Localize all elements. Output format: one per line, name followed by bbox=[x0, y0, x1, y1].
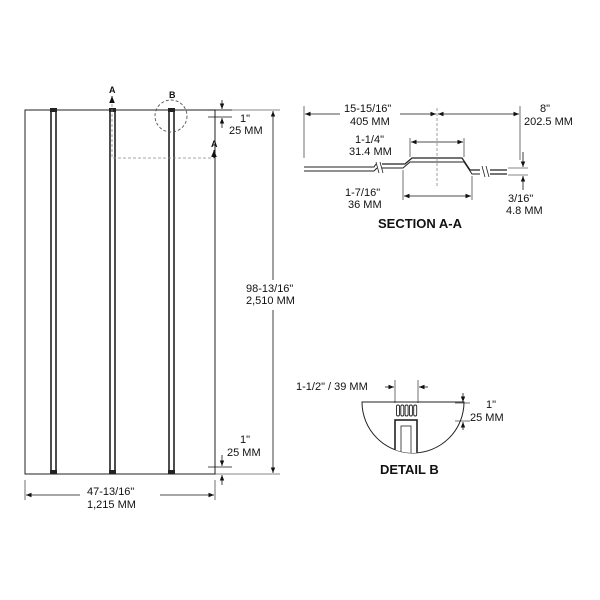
plan-view: A A B 1" 25 MM 98-13/16" 2,510 MM bbox=[24, 85, 306, 511]
detail-marker: B bbox=[169, 90, 176, 100]
section-cut-line bbox=[111, 99, 214, 159]
section-top-channel-in: 1-1/4" bbox=[355, 134, 384, 146]
channel-right bbox=[168, 108, 175, 474]
section-depth-dimension: 3/16" 4.8 MM bbox=[506, 152, 543, 217]
plan-top-offset-dimension: 1" 25 MM bbox=[208, 100, 263, 137]
detail-offset-in: 1" bbox=[486, 399, 496, 411]
section-depth-mm: 4.8 MM bbox=[506, 205, 543, 217]
section-bottom-channel-dimension: 1-7/16" 36 MM bbox=[345, 170, 473, 211]
break-mark-left bbox=[375, 161, 384, 174]
plan-bottom-offset-mm: 25 MM bbox=[227, 447, 261, 459]
plan-height-in: 98-13/16" bbox=[246, 283, 293, 295]
section-right-width-mm: 202.5 MM bbox=[524, 116, 573, 128]
detail-slots bbox=[396, 404, 418, 417]
detail-view: 1-1/2" / 39 MM 1" 25 MM DETAIL B bbox=[296, 380, 504, 477]
section-marker-top: A bbox=[109, 85, 116, 95]
section-right-width-dimension: 8" 202.5 MM bbox=[438, 103, 573, 128]
section-view: 15-15/16" 405 MM 8" 202.5 MM 1-1/4" 31.4… bbox=[303, 103, 573, 231]
panel-outline bbox=[24, 109, 216, 475]
detail-slot-width: 1-1/2" / 39 MM bbox=[296, 381, 368, 393]
section-bottom-channel-mm: 36 MM bbox=[348, 199, 382, 211]
section-depth-in: 3/16" bbox=[508, 193, 533, 205]
detail-callout-circle bbox=[154, 99, 188, 133]
section-top-channel-dimension: 1-1/4" 31.4 MM bbox=[349, 134, 465, 158]
plan-width-mm: 1,215 MM bbox=[87, 499, 136, 511]
section-marker-right: A bbox=[211, 139, 218, 149]
plan-height-mm: 2,510 MM bbox=[246, 295, 295, 307]
detail-channel bbox=[394, 419, 418, 453]
break-mark-right bbox=[481, 165, 490, 178]
plan-height-dimension: 98-13/16" 2,510 MM bbox=[215, 109, 306, 475]
section-top-channel-mm: 31.4 MM bbox=[349, 146, 392, 158]
plan-bottom-offset-in: 1" bbox=[240, 434, 250, 446]
plan-width-dimension: 47-13/16" 1,215 MM bbox=[24, 480, 216, 511]
section-bottom-channel-in: 1-7/16" bbox=[345, 187, 380, 199]
plan-bottom-offset-dimension: 1" 25 MM bbox=[208, 434, 261, 485]
channel-middle bbox=[109, 108, 116, 474]
plan-top-offset-mm: 25 MM bbox=[229, 125, 263, 137]
section-half-width-mm: 405 MM bbox=[350, 116, 390, 128]
section-half-width-in: 15-15/16" bbox=[344, 103, 391, 115]
detail-title: DETAIL B bbox=[380, 462, 439, 477]
section-right-width-in: 8" bbox=[540, 103, 550, 115]
plan-width-in: 47-13/16" bbox=[87, 486, 134, 498]
detail-offset-mm: 25 MM bbox=[470, 412, 504, 424]
channel-left bbox=[50, 108, 57, 474]
section-half-width-dimension: 15-15/16" 405 MM bbox=[303, 103, 521, 160]
plan-top-offset-in: 1" bbox=[240, 113, 250, 125]
section-title: SECTION A-A bbox=[378, 216, 463, 231]
